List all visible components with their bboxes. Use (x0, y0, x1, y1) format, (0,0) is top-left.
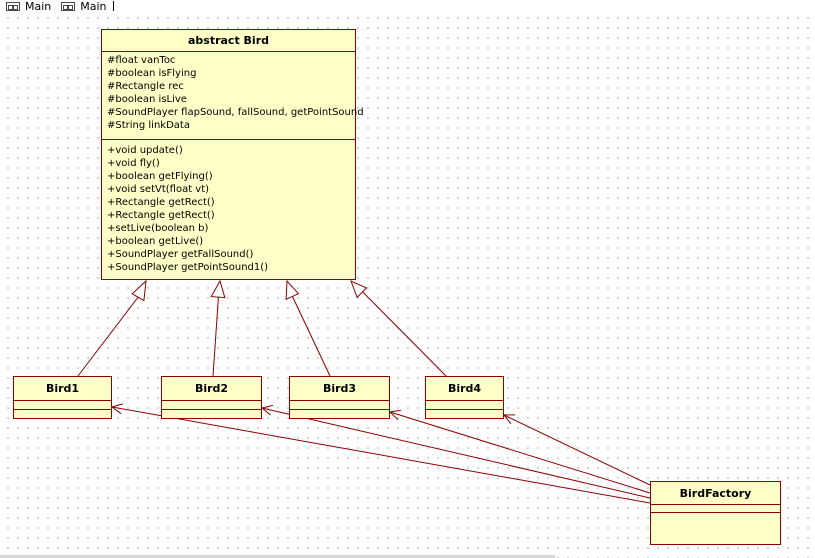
tab-label: Main (25, 0, 52, 13)
methods-compartment (426, 410, 503, 418)
class-name: abstract Bird (102, 30, 355, 52)
bird1-class[interactable]: Bird1 (13, 376, 112, 419)
class-name: Bird4 (426, 377, 503, 401)
method: +SoundPlayer getFallSound() (107, 249, 254, 260)
abstract-bird-class[interactable]: abstract Bird #float vanToc #boolean isF… (101, 29, 364, 280)
method: +boolean getLive() (107, 236, 204, 247)
attributes-compartment (162, 401, 261, 410)
class-name: Bird1 (14, 377, 111, 401)
methods-compartment (651, 513, 780, 543)
class-name: BirdFactory (651, 482, 780, 505)
dependency-bird2 (262, 408, 651, 499)
diagram-icon (61, 1, 76, 11)
attribute: #SoundPlayer flapSound, fallSound, getPo… (107, 107, 364, 118)
bird3-class[interactable]: Bird3 (289, 376, 390, 419)
methods-compartment (14, 410, 111, 418)
attribute: #String linkData (107, 120, 190, 131)
generalization-bird1 (77, 295, 140, 377)
inheritance-triangle (131, 279, 147, 302)
bird2-class[interactable]: Bird2 (161, 376, 262, 419)
tab-bar: Main Main (0, 0, 815, 13)
attribute: #Rectangle rec (107, 81, 184, 92)
dependency-bird1 (112, 407, 651, 504)
attribute: #float vanToc (107, 55, 176, 66)
method: +boolean getFlying() (107, 171, 213, 182)
methods-compartment (162, 410, 261, 418)
generalization-bird3 (291, 295, 331, 377)
attributes-compartment (14, 401, 111, 410)
method: +void setVt(float vt) (107, 184, 210, 195)
methods-compartment (290, 410, 389, 418)
method: +SoundPlayer getPointSound1() (107, 262, 269, 273)
tab-main-2[interactable]: Main (61, 0, 107, 13)
dependency-bird3 (390, 412, 651, 494)
bird4-class[interactable]: Bird4 (425, 376, 504, 419)
attributes-compartment (651, 505, 780, 513)
dependency-bird4 (504, 415, 651, 486)
tab-label: Main (80, 0, 107, 13)
diagram-icon (6, 1, 20, 11)
method: +setLive(boolean b) (107, 223, 209, 234)
generalization-bird2 (212, 295, 219, 377)
class-name: Bird2 (162, 377, 261, 401)
tab-main-1[interactable]: Main (6, 0, 52, 13)
generalization-bird4 (361, 290, 447, 377)
class-name: Bird3 (290, 377, 389, 401)
attributes-compartment (426, 401, 503, 410)
inheritance-triangle (350, 280, 368, 299)
tab-divider (112, 1, 114, 11)
method: +Rectangle getRect() (107, 210, 215, 221)
inheritance-triangle (210, 279, 226, 299)
methods-compartment: +void update() +void fly() +boolean getF… (102, 140, 355, 274)
method: +Rectangle getRect() (107, 197, 215, 208)
attributes-compartment (290, 401, 389, 410)
bird-factory-class[interactable]: BirdFactory (650, 481, 781, 545)
method: +void fly() (107, 158, 160, 169)
attributes-compartment: #float vanToc #boolean isFlying #Rectang… (102, 52, 364, 140)
attribute: #boolean isFlying (107, 68, 197, 79)
horizontal-scrollbar[interactable] (0, 555, 555, 558)
inheritance-triangle (285, 279, 300, 301)
method: +void update() (107, 145, 183, 156)
attribute: #boolean isLive (107, 94, 187, 105)
